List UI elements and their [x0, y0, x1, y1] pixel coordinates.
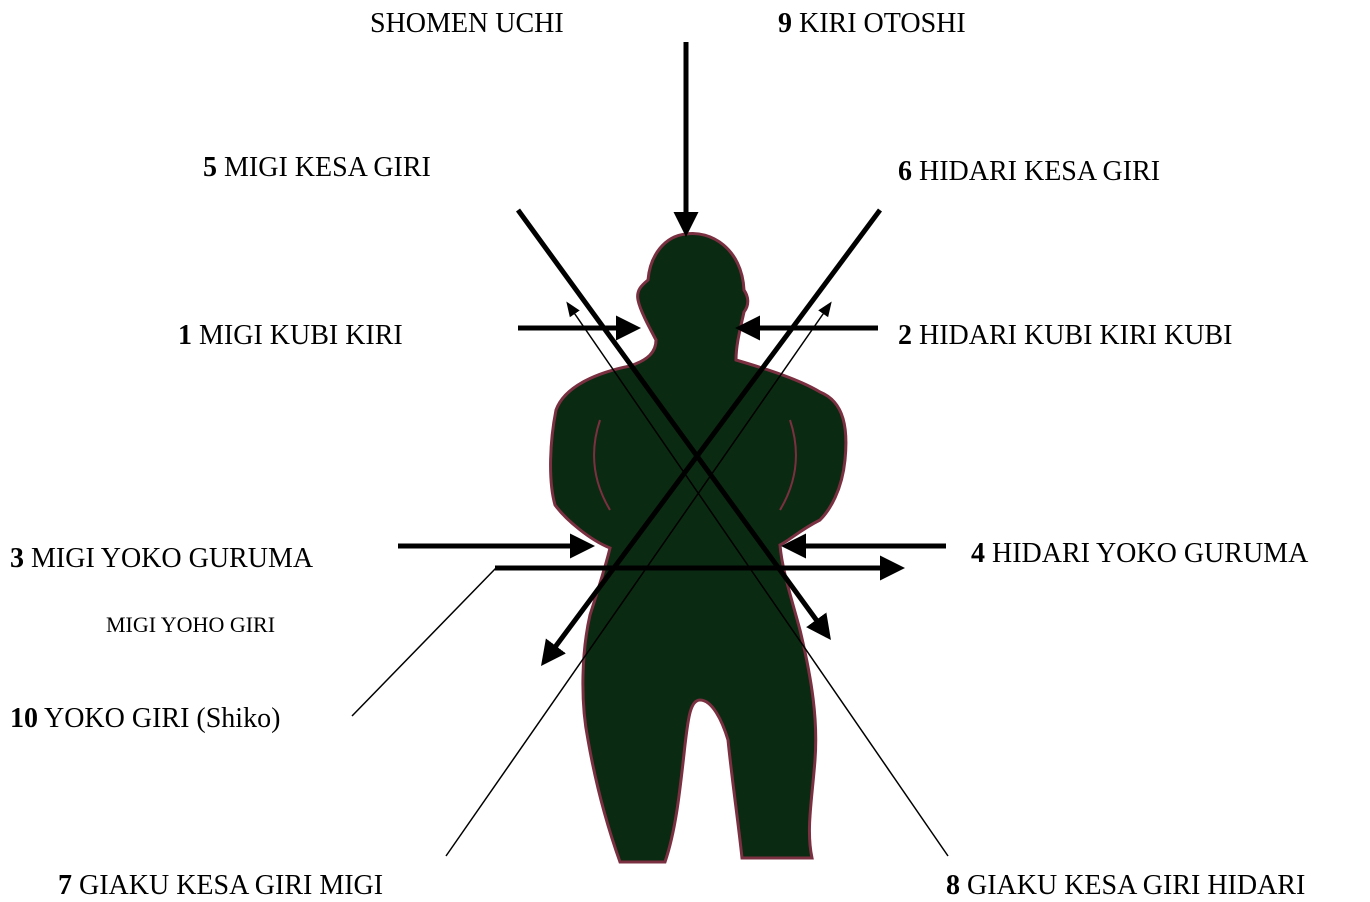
label-shomen-uchi: SHOMEN UCHI [370, 10, 564, 38]
label-text: MIGI KESA GIRI [224, 152, 431, 183]
label-hidari-kesa-giri: 6 HIDARI KESA GIRI [898, 158, 1160, 186]
label-migi-yoko-guruma: 3 MIGI YOKO GURUMA [10, 545, 313, 573]
label-number: 5 [203, 152, 217, 183]
line-yoko-giri-leader [351, 567, 497, 717]
label-text: HIDARI KUBI KIRI KUBI [919, 320, 1233, 351]
label-text: MIGI KUBI KIRI [199, 320, 403, 351]
label-text: HIDARI YOKO GURUMA [992, 538, 1309, 569]
label-giaku-kesa-giri-migi: 7 GIAKU KESA GIRI MIGI [58, 872, 383, 900]
label-text: YOKO GIRI (Shiko) [43, 703, 281, 734]
label-hidari-yoko-guruma: 4 HIDARI YOKO GURUMA [971, 540, 1308, 568]
label-number: 1 [178, 320, 192, 351]
figure-silhouette [549, 231, 848, 864]
label-text: GIAKU KESA GIRI HIDARI [967, 870, 1306, 901]
label-number: 10 [10, 703, 38, 734]
label-text: HIDARI KESA GIRI [919, 156, 1161, 187]
label-number: 7 [58, 870, 72, 901]
label-number: 9 [778, 8, 792, 39]
label-number: 2 [898, 320, 912, 351]
arrow-giaku-kesa-giri-migi [445, 301, 832, 857]
label-migi-yoho-giri: MIGI YOHO GIRI [106, 614, 275, 636]
arrow-hidari-kesa-giri [541, 208, 883, 667]
label-hidari-kubi-kiri: 2 HIDARI KUBI KIRI KUBI [898, 322, 1232, 350]
arrow-giaku-kesa-giri-hidari [566, 301, 949, 857]
label-migi-kubi-kiri: 1 MIGI KUBI KIRI [178, 322, 403, 350]
label-giaku-kesa-giri-hidari: 8 GIAKU KESA GIRI HIDARI [946, 872, 1305, 900]
label-number: 6 [898, 156, 912, 187]
label-text: KIRI OTOSHI [799, 8, 966, 39]
label-number: 3 [10, 543, 24, 574]
label-kiri-otoshi: 9 KIRI OTOSHI [778, 10, 966, 38]
label-text: GIAKU KESA GIRI MIGI [79, 870, 384, 901]
label-text: SHOMEN UCHI [370, 8, 564, 39]
label-number: 8 [946, 870, 960, 901]
label-text: MIGI YOKO GURUMA [31, 543, 314, 574]
label-migi-kesa-giri: 5 MIGI KESA GIRI [203, 154, 431, 182]
figure-arm-right [779, 419, 797, 511]
arrow-migi-kesa-giri [515, 208, 831, 641]
figure-arm-left [593, 419, 611, 511]
label-number: 4 [971, 538, 985, 569]
label-text: MIGI YOHO GIRI [106, 612, 276, 637]
label-yoko-giri: 10 YOKO GIRI (Shiko) [10, 705, 280, 733]
figure-body [549, 231, 848, 864]
